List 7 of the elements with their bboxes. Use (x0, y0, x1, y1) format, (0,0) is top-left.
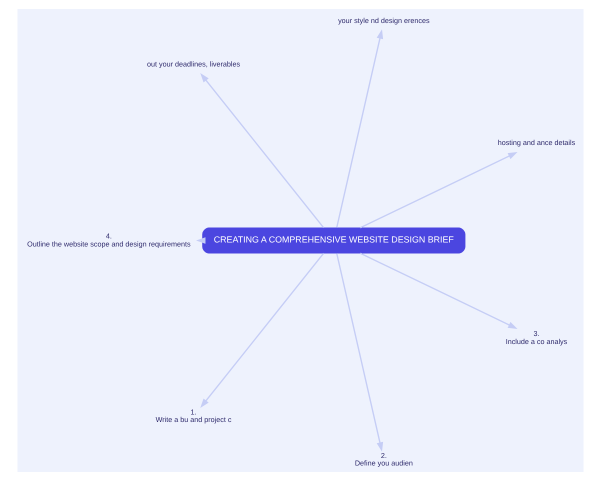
arrow (200, 252, 324, 408)
arrow (336, 28, 383, 228)
arrow (336, 252, 383, 452)
arrow (360, 252, 518, 328)
arrow (200, 72, 324, 228)
arrow (196, 236, 205, 244)
arrow (360, 152, 518, 228)
